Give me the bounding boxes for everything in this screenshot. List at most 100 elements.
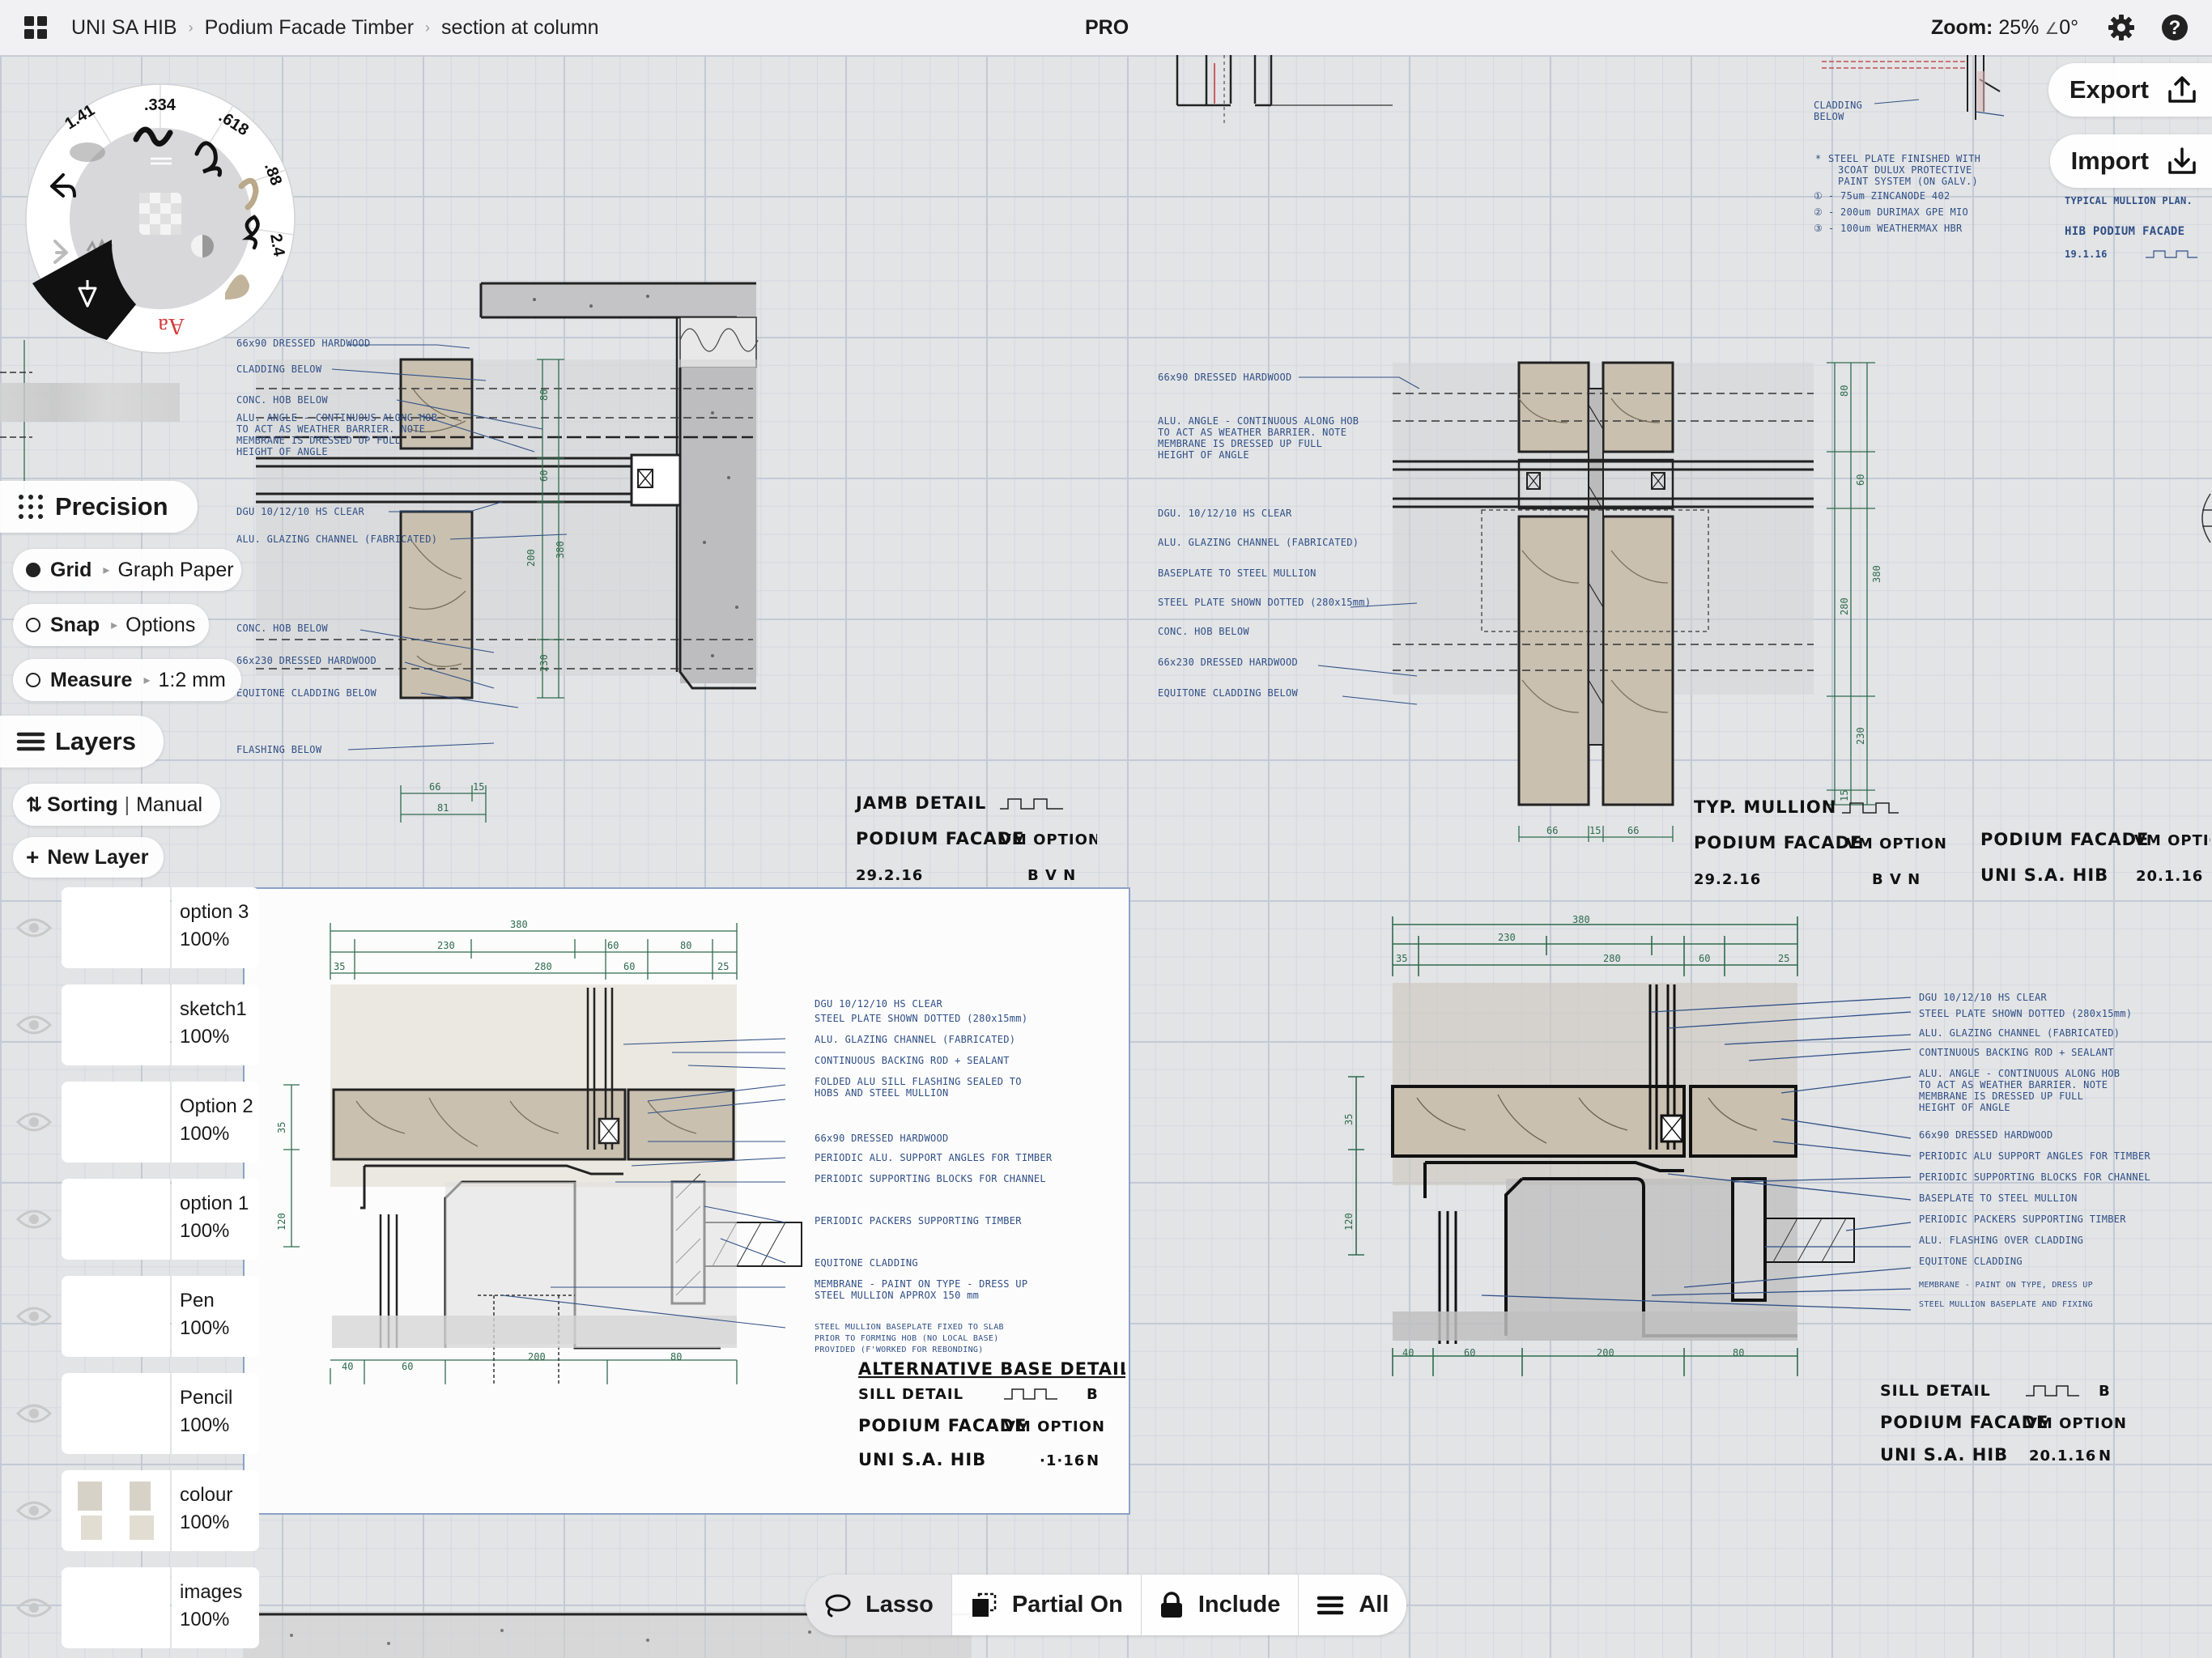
jamb-note-7: HEIGHT OF ANGLE: [236, 446, 328, 457]
layers-header[interactable]: Layers: [0, 716, 164, 767]
brush-wheel[interactable]: 1.41 .334 .618 .88 2.4 Aa: [23, 81, 298, 356]
sorting-row[interactable]: ⇅ Sorting | Manual: [13, 784, 220, 826]
snap-row[interactable]: Snap ▸ Options: [13, 604, 209, 646]
alt-note-1: DGU 10/12/10 HS CLEAR: [815, 998, 942, 1010]
alt-base-detail-drawing: 380 230 60 80 35 280 60 25 40 60 200 80 …: [276, 919, 1125, 1469]
top-fragment-drawing: [1176, 55, 1393, 126]
sill-dim-380: 380: [1572, 914, 1590, 925]
grid-row[interactable]: Grid ▸ Graph Paper: [13, 549, 241, 591]
jamb-dim-15: 15: [473, 781, 484, 793]
brush-size-5[interactable]: 2.4: [266, 232, 288, 258]
alt-note-4: CONTINUOUS BACKING ROD + SEALANT: [815, 1055, 1010, 1066]
grid-value[interactable]: Graph Paper: [117, 558, 234, 581]
precision-header[interactable]: Precision: [0, 481, 198, 533]
jamb-detail-drawing: 80 60 200 380 230 66 15 81: [256, 282, 759, 823]
zoom-indicator[interactable]: Zoom: 25% ∠0°: [1931, 16, 2078, 40]
sill-date: 20.1.16: [2029, 1448, 2096, 1465]
include-button[interactable]: Include: [1142, 1575, 1300, 1635]
sill-title: SILL DETAIL: [1880, 1382, 1991, 1400]
breadcrumb-stack[interactable]: Podium Facade Timber: [204, 15, 415, 39]
sill-dim-280: 280: [1603, 953, 1621, 964]
marker-brush-icon[interactable]: [238, 177, 259, 210]
measure-value[interactable]: 1:2 mm: [158, 668, 226, 691]
fine-liner-brush-icon[interactable]: [194, 141, 223, 177]
measure-row[interactable]: Measure ▸ 1:2 mm: [13, 659, 241, 701]
sill-dim-230: 230: [1498, 932, 1516, 943]
eye-icon[interactable]: [16, 1302, 52, 1331]
alt-title: ALTERNATIVE BASE DETAIL: [858, 1359, 1125, 1379]
watercolor-brush-icon[interactable]: [225, 274, 249, 300]
layer-item[interactable]: Option 2 100%: [0, 1080, 267, 1164]
opacity-swatch-icon[interactable]: [139, 193, 181, 235]
layer-opacity: 100%: [180, 1123, 230, 1145]
text-tool-aa[interactable]: Aa: [158, 313, 185, 338]
gear-icon[interactable]: [2108, 14, 2135, 41]
note-3coat: 3COAT DULUX PROTECTIVE: [1838, 164, 1972, 176]
eye-icon[interactable]: [16, 913, 52, 942]
breadcrumb-drawing[interactable]: section at column: [441, 15, 599, 39]
undo-icon[interactable]: [50, 173, 76, 198]
precision-grid-icon: [19, 495, 43, 519]
measure-toggle[interactable]: [26, 673, 40, 687]
eye-icon[interactable]: [16, 1205, 52, 1234]
jamb-note-13: FLASHING BELOW: [236, 744, 322, 755]
precision-title: Precision: [55, 492, 168, 521]
sort-arrows-icon: ⇅: [26, 793, 43, 816]
grid-menu-icon[interactable]: [23, 15, 49, 40]
layer-thumbnail: [62, 1373, 170, 1454]
tone-icon[interactable]: [191, 235, 214, 257]
caption-typical-mullion: TYPICAL MULLION PLAN.: [2065, 195, 2193, 206]
topright-date: 20.1.16: [2136, 868, 2203, 885]
right-edge-fragment: [2201, 493, 2212, 543]
layer-name: Option 2: [180, 1095, 253, 1117]
mullion-note-9: STEEL PLATE SHOWN DOTTED (280x15mm): [1158, 597, 1371, 608]
new-layer-button[interactable]: + New Layer: [13, 837, 164, 878]
layer-name: sketch1: [180, 998, 247, 1020]
pen-brush-icon[interactable]: [133, 126, 173, 147]
partial-on-button[interactable]: Partial On: [952, 1575, 1142, 1635]
eye-icon[interactable]: [16, 1399, 52, 1428]
export-button[interactable]: Export: [2048, 63, 2212, 117]
measure-label: Measure: [50, 668, 133, 691]
partial-on-label: Partial On: [1011, 1592, 1123, 1618]
eye-icon[interactable]: [16, 1107, 52, 1137]
eye-icon[interactable]: [16, 1010, 52, 1039]
include-label: Include: [1197, 1592, 1281, 1618]
snap-value[interactable]: Options: [125, 613, 196, 636]
redo-icon[interactable]: [53, 240, 68, 264]
help-icon[interactable]: ?: [2161, 14, 2189, 41]
sill-note-10: PERIODIC ALU SUPPORT ANGLES FOR TIMBER: [1919, 1150, 2150, 1162]
sill-dim-80: 80: [1733, 1347, 1744, 1358]
pro-badge[interactable]: PRO: [1085, 16, 1129, 39]
layer-name: colour: [180, 1484, 233, 1506]
grid-label: Grid: [50, 558, 92, 581]
alt-subtitle: SILL DETAIL: [858, 1386, 963, 1403]
brush-size-2[interactable]: .334: [144, 96, 177, 114]
eye-icon[interactable]: [16, 1496, 52, 1525]
snap-label: Snap: [50, 613, 100, 636]
pencil-brush-icon[interactable]: [70, 142, 105, 162]
ink-brush-icon[interactable]: [241, 215, 260, 250]
sorting-value[interactable]: Manual: [136, 793, 203, 816]
eraser-tool[interactable]: [32, 240, 136, 340]
layer-info: Option 2 100%: [172, 1082, 259, 1163]
mullion-note-4: MEMBRANE IS DRESSED UP FULL: [1158, 438, 1322, 449]
grid-toggle[interactable]: [26, 563, 40, 577]
note-paint-system: PAINT SYSTEM (ON GALV.): [1838, 176, 1978, 187]
eye-icon[interactable]: [16, 1593, 52, 1622]
all-layers-button[interactable]: All: [1299, 1575, 1406, 1635]
snap-toggle[interactable]: [26, 618, 40, 632]
color-swatch-strip[interactable]: [0, 383, 180, 422]
import-button[interactable]: Import: [2049, 134, 2212, 188]
mullion-note-7: ALU. GLAZING CHANNEL (FABRICATED): [1158, 537, 1359, 548]
caption-date: 19.1.16: [2065, 249, 2108, 260]
breadcrumb-gallery[interactable]: UNI SA HIB: [71, 15, 177, 39]
lasso-button[interactable]: Lasso: [806, 1575, 952, 1635]
